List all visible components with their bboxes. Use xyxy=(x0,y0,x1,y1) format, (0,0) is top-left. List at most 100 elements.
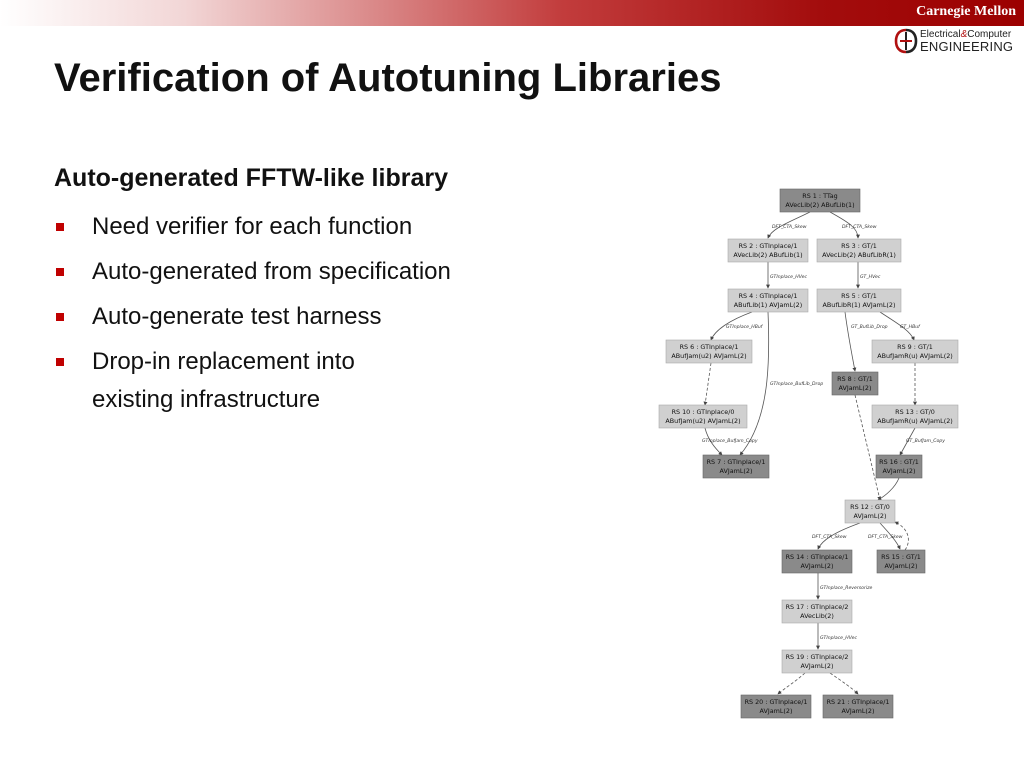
edge-label: GTInplace_BufJam_Copy xyxy=(702,438,758,444)
diagram-node: RS 16 : GT/1 AVJamL(2) xyxy=(875,454,923,479)
svg-text:RS 2 : GTInplace/1: RS 2 : GTInplace/1 xyxy=(739,242,798,250)
svg-text:RS 19 : GTInplace/2: RS 19 : GTInplace/2 xyxy=(786,653,849,661)
top-banner: Carnegie Mellon xyxy=(0,0,1024,26)
svg-text:RS 17 : GTInplace/2: RS 17 : GTInplace/2 xyxy=(786,603,849,611)
diagram-node: RS 5 : GT/1 ABufLibR(1) AVJamL(2) xyxy=(816,288,902,313)
edge-label: GTInplace_HBuf xyxy=(726,324,764,330)
diagram-edge xyxy=(829,211,860,239)
svg-text:AVJamL(2): AVJamL(2) xyxy=(801,662,834,670)
svg-text:RS 9 : GT/1: RS 9 : GT/1 xyxy=(897,343,933,351)
bullet-marker xyxy=(56,268,64,276)
diagram-node: RS 14 : GTInplace/1 AVJamL(2) xyxy=(781,549,853,574)
svg-text:RS 4 : GTInplace/1: RS 4 : GTInplace/1 xyxy=(739,292,798,300)
svg-text:ABufJamR(u) AVJamL(2): ABufJamR(u) AVJamL(2) xyxy=(877,352,953,360)
svg-text:AVJamL(2): AVJamL(2) xyxy=(842,707,875,715)
diagram-node: RS 6 : GTInplace/1 ABufJam(u2) AVJamL(2) xyxy=(665,339,753,364)
svg-text:AVecLib(2): AVecLib(2) xyxy=(800,612,834,620)
bullet-item: Need verifier for each function xyxy=(54,208,554,246)
diagram-node: RS 7 : GTInplace/1 AVJamL(2) xyxy=(702,454,770,479)
svg-text:ABufLibR(1) AVJamL(2): ABufLibR(1) AVJamL(2) xyxy=(823,301,896,309)
svg-text:AVJamL(2): AVJamL(2) xyxy=(760,707,793,715)
edge-label: GTInplace_HVec xyxy=(820,635,857,641)
svg-text:RS 16 : GT/1: RS 16 : GT/1 xyxy=(879,458,919,466)
ece-emblem-icon xyxy=(894,28,918,54)
bullet-item: Drop-in replacement into existing infras… xyxy=(54,343,554,419)
svg-text:RS 3 : GT/1: RS 3 : GT/1 xyxy=(841,242,877,250)
diagram-node: RS 9 : GT/1 ABufJamR(u) AVJamL(2) xyxy=(871,339,959,364)
svg-text:RS 8 : GT/1: RS 8 : GT/1 xyxy=(837,375,873,383)
svg-text:AVecLib(2) ABufLibR(1): AVecLib(2) ABufLibR(1) xyxy=(822,251,896,259)
diagram-node: RS 13 : GT/0 ABufJamR(u) AVJamL(2) xyxy=(871,404,959,429)
diagram-edge xyxy=(767,211,811,239)
svg-text:ABufJamR(u) AVJamL(2): ABufJamR(u) AVJamL(2) xyxy=(877,417,953,425)
svg-text:AVJamL(2): AVJamL(2) xyxy=(883,467,916,475)
diagram-edge xyxy=(777,672,806,695)
svg-text:AVecLib(2) ABufLib(1): AVecLib(2) ABufLib(1) xyxy=(733,251,802,259)
bullet-list: Need verifier for each function Auto-gen… xyxy=(54,208,554,426)
diagram-nodes: RS 1 : TTag AVecLib(2) ABufLib(1) RS 2 :… xyxy=(658,188,959,719)
diagram-edge xyxy=(739,311,770,456)
diagram-edge xyxy=(829,672,859,695)
diagram-edge xyxy=(879,522,901,550)
diagram-edge xyxy=(879,311,915,341)
diagram-edge xyxy=(817,522,861,550)
diagram-edge xyxy=(854,394,882,501)
svg-text:RS 10 : GTInplace/0: RS 10 : GTInplace/0 xyxy=(672,408,735,416)
diagram-edge xyxy=(710,311,753,341)
svg-text:AVJamL(2): AVJamL(2) xyxy=(720,467,753,475)
diagram-edge xyxy=(894,521,909,551)
diagram-edge xyxy=(899,427,916,456)
diagram-edges xyxy=(703,211,917,695)
diagram-node: RS 1 : TTag AVecLib(2) ABufLib(1) xyxy=(779,188,861,213)
bullet-marker xyxy=(56,223,64,231)
svg-text:RS 15 : GT/1: RS 15 : GT/1 xyxy=(881,553,921,561)
svg-text:RS 1 : TTag: RS 1 : TTag xyxy=(802,192,837,200)
edge-label: GT_BufLib_Drop xyxy=(851,324,888,330)
diagram-node: RS 10 : GTInplace/0 ABufJam(u2) AVJamL(2… xyxy=(658,404,748,429)
edge-label: GTInplace_BufLib_Drop xyxy=(770,381,823,387)
slide-title: Verification of Autotuning Libraries xyxy=(54,56,722,100)
svg-text:RS 14 : GTInplace/1: RS 14 : GTInplace/1 xyxy=(786,553,849,561)
institution-name: Carnegie Mellon xyxy=(916,4,1016,19)
bullet-item: Auto-generate test harness xyxy=(54,298,554,336)
diagram-node: RS 17 : GTInplace/2 AVecLib(2) xyxy=(781,599,853,624)
svg-text:ABufJam(u2) AVJamL(2): ABufJam(u2) AVJamL(2) xyxy=(665,417,740,425)
diagram-node: RS 4 : GTInplace/1 ABufLib(1) AVJamL(2) xyxy=(727,288,809,313)
edge-label: DFT_CTA_Skew xyxy=(812,534,847,540)
diagram-node: RS 21 : GTInplace/1 AVJamL(2) xyxy=(822,694,894,719)
edge-label: GTInplace_HVec xyxy=(770,274,807,280)
svg-text:AVJamL(2): AVJamL(2) xyxy=(854,512,887,520)
edge-label: GT_HVec xyxy=(860,274,881,280)
edge-label: GT_HBuf xyxy=(900,324,921,330)
ece-logo: Electrical&Computer ENGINEERING xyxy=(894,28,1018,56)
svg-text:AVJamL(2): AVJamL(2) xyxy=(839,384,872,392)
svg-text:AVJamL(2): AVJamL(2) xyxy=(801,562,834,570)
svg-text:AVJamL(2): AVJamL(2) xyxy=(885,562,918,570)
svg-text:RS 6 : GTInplace/1: RS 6 : GTInplace/1 xyxy=(680,343,739,351)
dept-name-line2: ENGINEERING xyxy=(920,39,1014,54)
diagram-edge xyxy=(844,311,857,372)
diagram-node: RS 19 : GTInplace/2 AVJamL(2) xyxy=(781,649,853,674)
edge-label: DFT_CTA_Skew xyxy=(842,224,877,230)
diagram-edge xyxy=(877,477,900,501)
svg-text:ABufLib(1) AVJamL(2): ABufLib(1) AVJamL(2) xyxy=(734,301,803,309)
bullet-marker xyxy=(56,358,64,366)
diagram-node: RS 3 : GT/1 AVecLib(2) ABufLibR(1) xyxy=(816,238,902,263)
rule-tree-diagram: DFT_CTA_Skew DFT_CTA_Skew GTInplace_HVec… xyxy=(658,188,959,719)
diagram-node: RS 15 : GT/1 AVJamL(2) xyxy=(876,549,926,574)
svg-text:RS 20 : GTInplace/1: RS 20 : GTInplace/1 xyxy=(745,698,808,706)
diagram-edge xyxy=(703,362,712,406)
svg-text:RS 21 : GTInplace/1: RS 21 : GTInplace/1 xyxy=(827,698,890,706)
svg-text:ABufJam(u2) AVJamL(2): ABufJam(u2) AVJamL(2) xyxy=(671,352,746,360)
edge-label: GTInplace_Reversorize xyxy=(820,585,873,591)
diagram-node: RS 20 : GTInplace/1 AVJamL(2) xyxy=(740,694,812,719)
svg-text:RS 13 : GT/0: RS 13 : GT/0 xyxy=(895,408,935,416)
edge-label: DFT_CTA_Skew xyxy=(868,534,903,540)
diagram-edge-labels: DFT_CTA_Skew DFT_CTA_Skew GTInplace_HVec… xyxy=(702,224,945,641)
bullet-item: Auto-generated from specification xyxy=(54,253,554,291)
svg-text:RS 5 : GT/1: RS 5 : GT/1 xyxy=(841,292,877,300)
svg-text:AVecLib(2) ABufLib(1): AVecLib(2) ABufLib(1) xyxy=(785,201,854,209)
edge-label: GT_BufJam_Copy xyxy=(906,438,945,444)
dept-name-line1: Electrical&Computer xyxy=(920,29,1012,40)
diagram-node: RS 2 : GTInplace/1 AVecLib(2) ABufLib(1) xyxy=(727,238,809,263)
